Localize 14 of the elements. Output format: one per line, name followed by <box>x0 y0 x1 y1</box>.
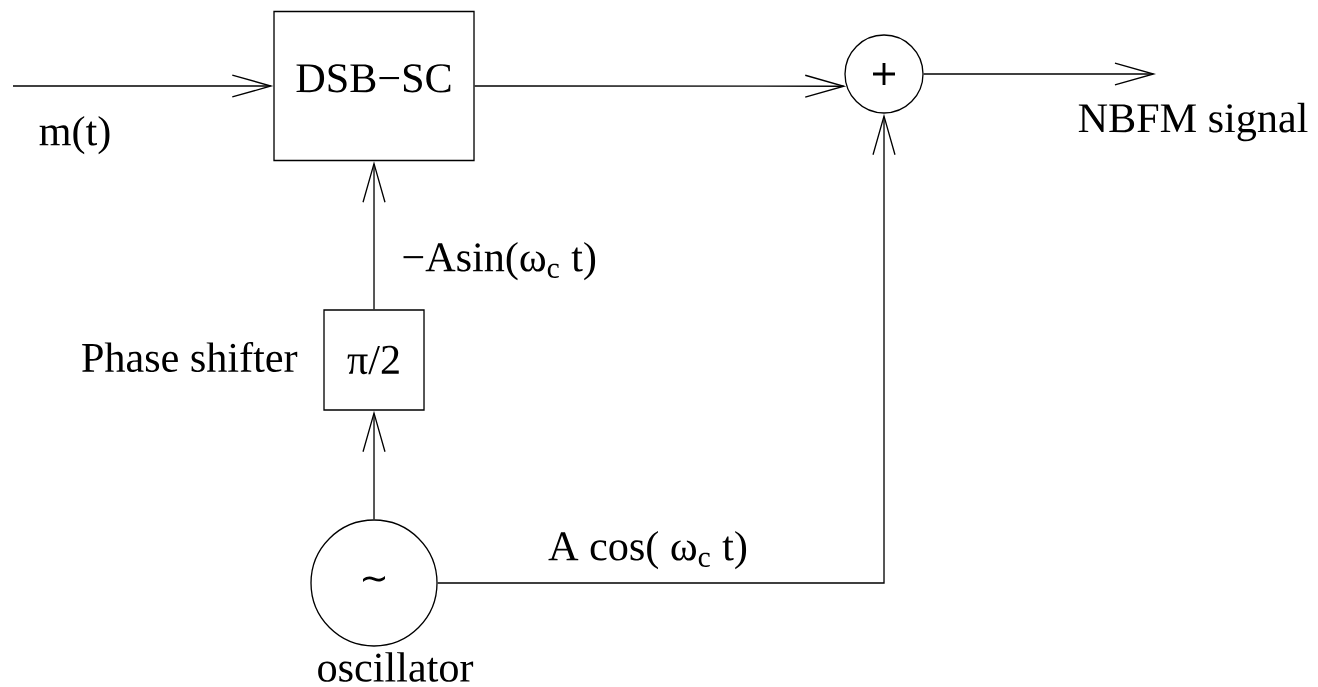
arrow <box>362 410 386 520</box>
arrow <box>12 74 274 98</box>
edge-label: A cos( ω$_{c}$ t) <box>546 529 750 571</box>
phase-shifter-box: π/2 <box>323 309 425 411</box>
block-label: oscillator <box>318 652 474 682</box>
block-label: Phase shifter <box>82 341 298 373</box>
modulator-box: DSB−SC <box>273 10 475 162</box>
edge-label: NBFM signal <box>1075 101 1311 143</box>
arrow <box>923 62 1156 86</box>
edge-label: m(t) <box>36 114 114 156</box>
arrow <box>437 113 896 584</box>
arrow <box>362 161 386 310</box>
edge-label: −Asin(ω$_{c}$ t) <box>399 240 599 282</box>
arrow <box>474 74 847 98</box>
